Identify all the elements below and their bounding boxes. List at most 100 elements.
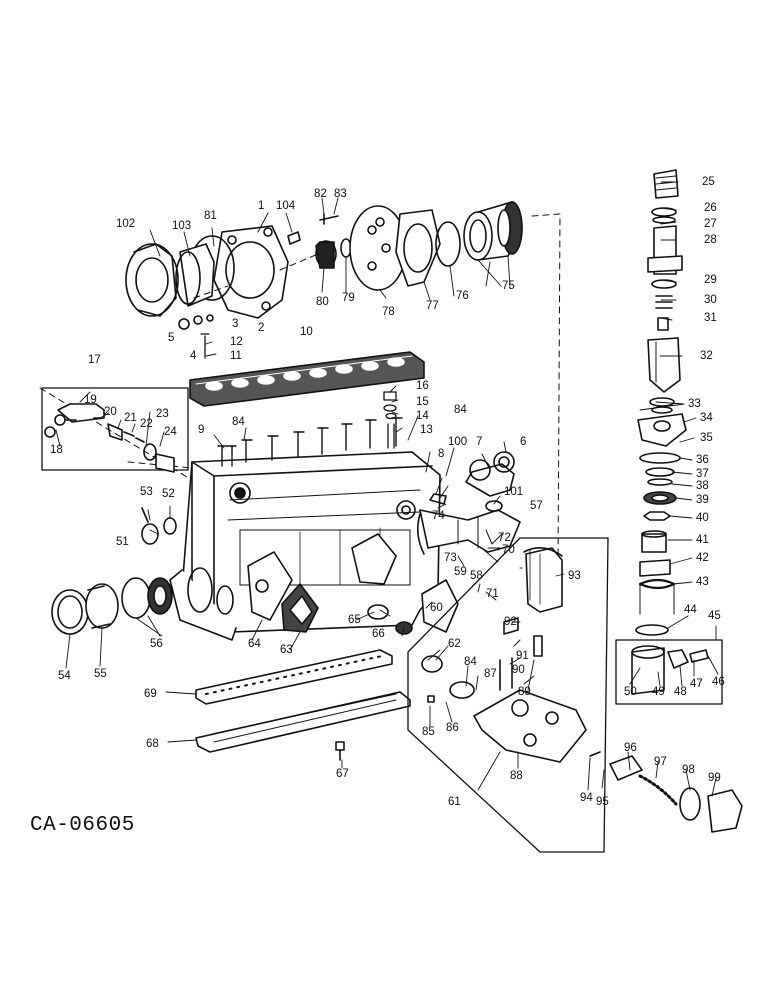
callout-63: 63 — [280, 644, 293, 656]
callout-88: 87 — [484, 668, 497, 680]
callout-53: 53 — [140, 486, 153, 498]
callout-97: 96 — [624, 742, 637, 754]
camshaft — [416, 451, 521, 555]
callout-84-left: 84 — [232, 416, 245, 428]
callout-6: 6 — [520, 436, 527, 448]
callout-77: 77 — [426, 300, 439, 312]
callout-34: 34 — [700, 412, 713, 424]
callout-18: 18 — [50, 444, 63, 456]
callout-61: 61 — [448, 796, 461, 808]
callout-20: 20 — [104, 406, 117, 418]
callout-2: 2 — [258, 322, 265, 334]
callout-27: 27 — [704, 218, 717, 230]
pan-gaskets — [195, 649, 411, 761]
callout-17: 17 — [88, 354, 101, 366]
callout-46: 46 — [712, 676, 725, 688]
callout-1: 1 — [258, 200, 265, 212]
callout-65: 65 — [348, 614, 361, 626]
callout-85: 84 — [464, 656, 477, 668]
callout-94: 93 — [568, 570, 581, 582]
callout-31: 31 — [704, 312, 717, 324]
callout-60: 60 — [430, 602, 443, 614]
callout-104: 103 — [172, 220, 192, 232]
callout-48: 48 — [674, 686, 687, 698]
callout-59: 59 — [454, 566, 467, 578]
callout-40: 40 — [696, 512, 709, 524]
plug-hardware — [141, 507, 177, 545]
callout-47: 47 — [690, 678, 703, 690]
callout-68: 68 — [146, 738, 159, 750]
bearings — [51, 577, 173, 635]
callout-21: 21 — [124, 412, 137, 424]
callout-25: 25 — [702, 176, 715, 188]
callout-73: 73 — [444, 552, 457, 564]
callout-16: 16 — [416, 380, 429, 392]
callout-54: 54 — [58, 670, 71, 682]
callout-3: 3 — [232, 318, 239, 330]
callout-102: 101 — [504, 486, 524, 498]
stud-hardware — [200, 333, 397, 449]
callout-33: 33 — [688, 398, 701, 410]
callout-57: 57 — [530, 500, 543, 512]
inset-box-17 — [41, 387, 189, 473]
callout-103: 102 — [116, 218, 136, 230]
callout-24: 24 — [164, 426, 177, 438]
callout-79: 79 — [342, 292, 355, 304]
callout-23: 23 — [156, 408, 169, 420]
callout-84-right: 84 — [454, 404, 467, 416]
callout-42: 42 — [696, 552, 709, 564]
callout-55: 55 — [94, 668, 107, 680]
callout-12: 12 — [230, 336, 243, 348]
callout-64: 64 — [248, 638, 261, 650]
callout-14: 14 — [416, 410, 429, 422]
callout-71: 71 — [486, 588, 499, 600]
callout-13: 13 — [420, 424, 433, 436]
callout-75: 75 — [502, 280, 515, 292]
callout-30: 30 — [704, 294, 717, 306]
callout-26: 26 — [704, 202, 717, 214]
callout-74: 74 — [432, 510, 445, 522]
inset-box-61 — [407, 537, 743, 853]
callout-101: 100 — [448, 436, 468, 448]
callout-87: 86 — [446, 722, 459, 734]
callout-9: 9 — [198, 424, 205, 436]
callout-5: 5 — [168, 332, 175, 344]
top-plate — [189, 351, 425, 407]
callout-50: 50 — [624, 686, 637, 698]
callout-93: 92 — [504, 616, 517, 628]
callout-100: 99 — [708, 772, 721, 784]
covers-and-gaskets — [247, 533, 459, 635]
callout-67: 67 — [336, 768, 349, 780]
callout-81: 81 — [204, 210, 217, 222]
callout-45: 45 — [708, 610, 721, 622]
callout-98: 97 — [654, 756, 667, 768]
drive-gear-parts — [315, 201, 523, 291]
callout-28: 28 — [704, 234, 717, 246]
callout-4: 4 — [190, 350, 197, 362]
drawing-reference: CA-06605 — [30, 814, 135, 837]
callout-72: 72 — [498, 532, 511, 544]
callout-95: 94 — [580, 792, 593, 804]
callout-89: 88 — [510, 770, 523, 782]
callout-37: 37 — [696, 468, 709, 480]
callout-10: 10 — [300, 326, 313, 338]
callout-92: 91 — [516, 650, 529, 662]
callout-32: 32 — [700, 350, 713, 362]
callout-8: 8 — [438, 448, 445, 460]
callout-56: 56 — [150, 638, 163, 650]
governor-flange — [125, 225, 301, 330]
callout-91: 90 — [512, 664, 525, 676]
callout-66: 66 — [372, 628, 385, 640]
callout-36: 36 — [696, 454, 709, 466]
callout-76: 76 — [456, 290, 469, 302]
callout-43: 43 — [696, 576, 709, 588]
callout-51: 51 — [116, 536, 129, 548]
callout-11: 11 — [230, 350, 242, 362]
plunger-element-stack — [635, 169, 687, 636]
callout-52: 52 — [162, 488, 175, 500]
callout-62: 62 — [448, 638, 461, 650]
callout-35: 35 — [700, 432, 713, 444]
callout-39: 39 — [696, 494, 709, 506]
